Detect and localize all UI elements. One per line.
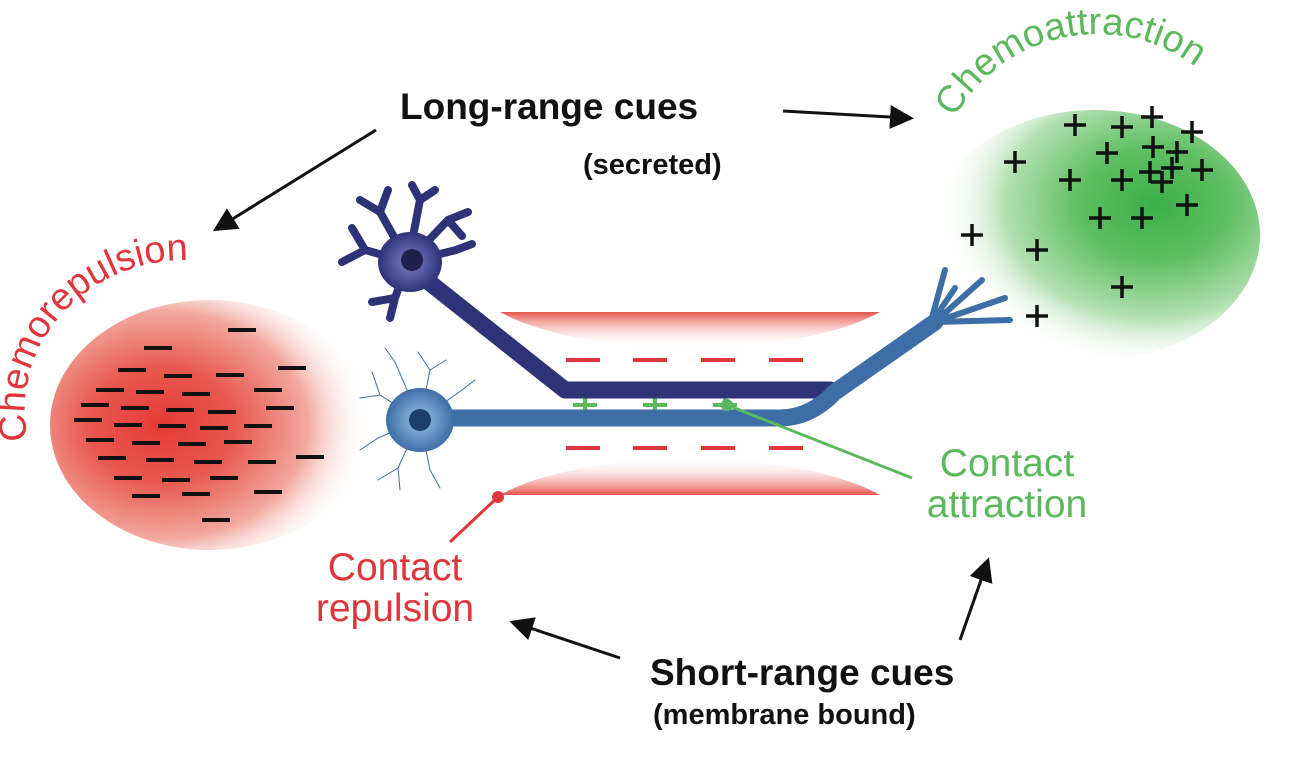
long-range-cues-title: Long-range cues [400,86,699,127]
light-axon [421,313,944,427]
repulsion-strip-top [500,312,880,348]
positive-charge-mark [1089,207,1111,229]
dark-nucleus [401,249,423,271]
contact-repulsion-label: Contact repulsion [300,546,490,630]
positive-charge-mark [1176,194,1198,216]
chemorepulsion-gradient [50,300,370,550]
neuron-light [359,267,1013,491]
positive-charge-mark [1141,106,1163,128]
contact-repulsion-line1: Contact [327,546,463,589]
dark-axon [411,266,839,399]
positive-charge-mark [1004,151,1026,173]
neuron-dark [338,181,839,399]
positive-charges [573,106,1213,417]
chemoattraction-gradient [930,110,1260,360]
long-range-cues-subtitle: (secreted) [583,149,722,181]
positive-charge-mark [1111,116,1133,138]
contact-repulsion-dot [492,491,504,503]
negative-charges [74,328,803,522]
positive-charge-mark [1139,161,1161,183]
positive-charge-mark [1181,121,1203,143]
arrow-to-chemorepulsion [212,128,377,232]
light-nucleus [409,409,431,431]
contact-attraction-pointer [726,403,913,480]
positive-charge-mark [1096,142,1118,164]
short-range-cues-subtitle: (membrane bound) [653,699,916,731]
positive-charge-mark [1151,171,1173,193]
arrow-to-contact-repulsion [509,617,621,660]
positive-charge-mark [1191,159,1213,181]
dark-dendrites [338,181,476,322]
positive-charge-mark [961,224,983,246]
growth-cone [927,267,1013,328]
chemoattraction-label: Chemoattraction [927,1,1214,123]
positive-charge-mark [1142,136,1164,158]
positive-charge-mark [1111,276,1133,298]
arrow-to-chemoattraction [782,105,914,129]
contact-attraction-line1: Contact [939,442,1075,485]
positive-charge-mark [1166,141,1188,163]
positive-charge-mark [1026,305,1048,327]
repulsion-strip-bottom [500,458,880,495]
contact-repulsion-line2: repulsion [315,586,475,630]
contact-attraction-label: Contact attraction [902,442,1112,526]
positive-charge-mark [1111,169,1133,191]
positive-charge-mark [1131,207,1153,229]
positive-charge-mark [1026,239,1048,261]
arrow-to-contact-attraction [958,557,993,641]
contact-repulsion-pointer [448,495,500,544]
short-range-cues-title: Short-range cues [650,652,955,693]
contact-attraction-line2: attraction [926,482,1088,526]
positive-charge-mark [1161,157,1183,179]
light-dendrites [359,347,476,491]
positive-charge-mark [1064,114,1086,136]
positive-charge-mark [1059,169,1081,191]
contact-attraction-dot [721,399,733,411]
